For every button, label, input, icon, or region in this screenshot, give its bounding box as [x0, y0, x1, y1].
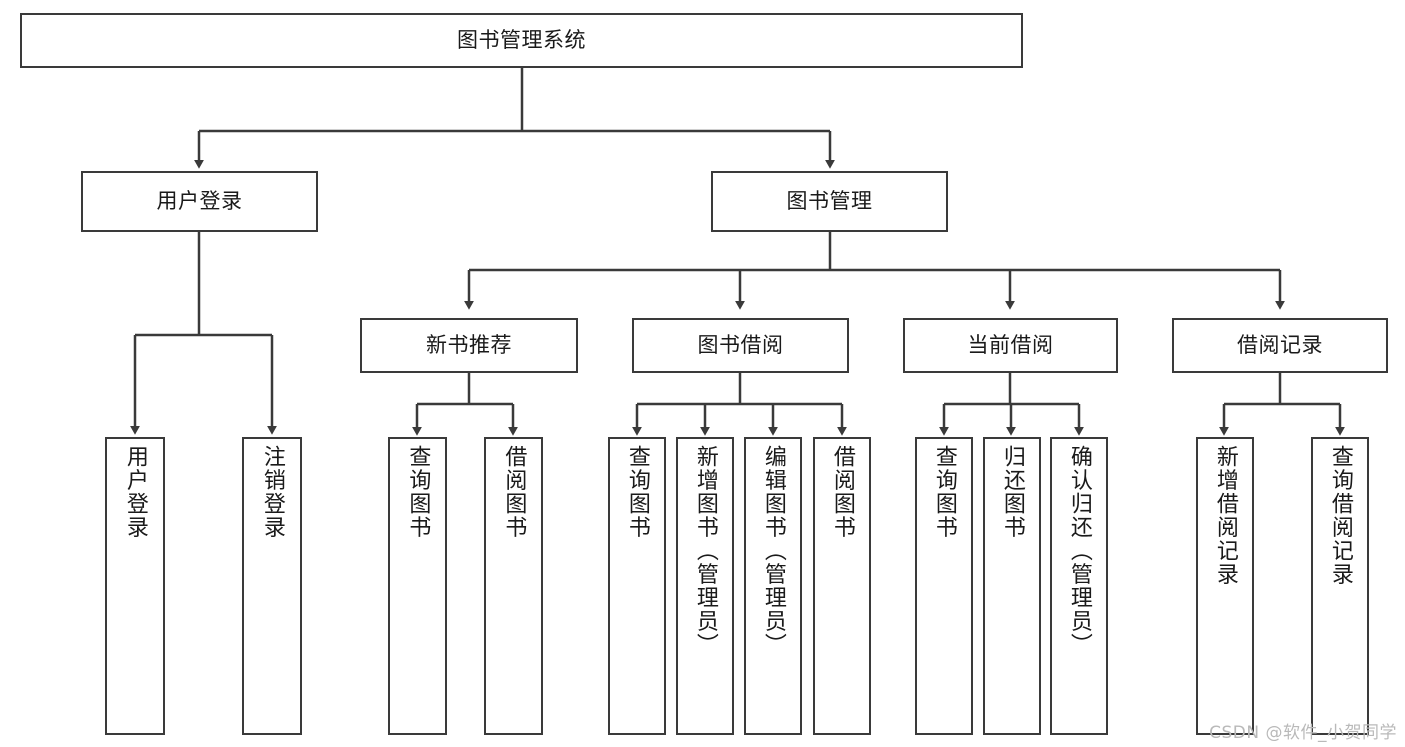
node-leaf-borrow-book-1-label: 借阅图书	[501, 445, 527, 539]
node-leaf-return-book-label: 归还图书	[999, 445, 1025, 539]
node-root-label: 图书管理系统	[457, 28, 586, 53]
node-leaf-add-book[interactable]: 新增图书（管理员）	[676, 437, 734, 735]
node-leaf-confirm-return-label: 确认归还（管理员）	[1066, 445, 1092, 657]
node-leaf-borrow-book-1[interactable]: 借阅图书	[484, 437, 543, 735]
node-borrow-record-label: 借阅记录	[1237, 333, 1323, 358]
node-user-login[interactable]: 用户登录	[81, 171, 318, 232]
node-new-book-recommend-label: 新书推荐	[426, 333, 512, 358]
node-leaf-edit-book[interactable]: 编辑图书（管理员）	[744, 437, 802, 735]
node-leaf-query-book-1[interactable]: 查询图书	[388, 437, 447, 735]
node-leaf-user-login-label: 用户登录	[122, 445, 148, 539]
node-leaf-add-record-label: 新增借阅记录	[1212, 445, 1238, 586]
node-root[interactable]: 图书管理系统	[20, 13, 1023, 68]
node-user-login-label: 用户登录	[156, 189, 243, 214]
node-leaf-query-book-1-label: 查询图书	[405, 445, 431, 539]
node-leaf-add-book-label: 新增图书（管理员）	[692, 445, 718, 657]
node-leaf-return-book[interactable]: 归还图书	[983, 437, 1041, 735]
node-leaf-query-record-label: 查询借阅记录	[1327, 445, 1353, 586]
node-leaf-borrow-book-2[interactable]: 借阅图书	[813, 437, 871, 735]
node-leaf-query-book-2[interactable]: 查询图书	[608, 437, 666, 735]
node-leaf-query-book-2-label: 查询图书	[624, 445, 650, 539]
node-current-borrow[interactable]: 当前借阅	[903, 318, 1118, 373]
csdn-watermark: CSDN @软件_小贺同学	[1209, 723, 1397, 743]
node-leaf-query-book-3-label: 查询图书	[931, 445, 957, 539]
node-leaf-query-book-3[interactable]: 查询图书	[915, 437, 973, 735]
node-leaf-add-record[interactable]: 新增借阅记录	[1196, 437, 1254, 735]
node-borrow-record[interactable]: 借阅记录	[1172, 318, 1388, 373]
node-leaf-logout[interactable]: 注销登录	[242, 437, 302, 735]
node-book-manage-label: 图书管理	[786, 189, 873, 214]
node-leaf-user-login[interactable]: 用户登录	[105, 437, 165, 735]
node-leaf-logout-label: 注销登录	[259, 445, 285, 539]
node-leaf-borrow-book-2-label: 借阅图书	[829, 445, 855, 539]
node-leaf-edit-book-label: 编辑图书（管理员）	[760, 445, 786, 657]
node-new-book-recommend[interactable]: 新书推荐	[360, 318, 578, 373]
node-leaf-confirm-return[interactable]: 确认归还（管理员）	[1050, 437, 1108, 735]
node-leaf-query-record[interactable]: 查询借阅记录	[1311, 437, 1369, 735]
node-book-borrow-label: 图书借阅	[697, 333, 784, 358]
node-book-manage[interactable]: 图书管理	[711, 171, 948, 232]
node-current-borrow-label: 当前借阅	[967, 333, 1054, 358]
node-book-borrow[interactable]: 图书借阅	[632, 318, 849, 373]
